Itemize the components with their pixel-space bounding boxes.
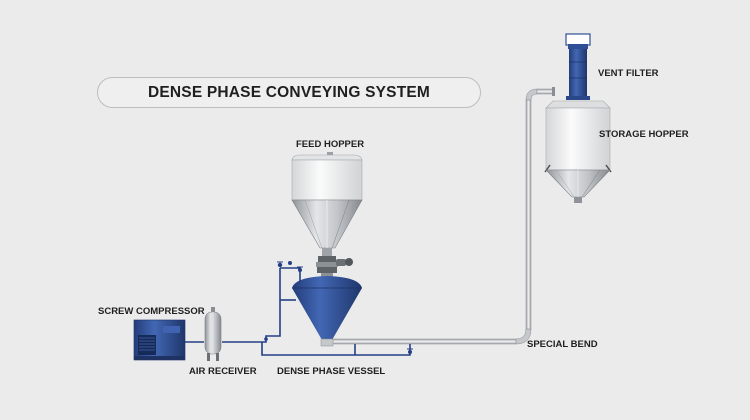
- label-feed-hopper: FEED HOPPER: [296, 139, 365, 150]
- label-vent-filter: VENT FILTER: [598, 68, 659, 79]
- label-dense-phase-vessel: DENSE PHASE VESSEL: [277, 366, 386, 377]
- diagram-title: DENSE PHASE CONVEYING SYSTEM: [147, 83, 431, 101]
- screw-compressor-equipment: [133, 319, 186, 361]
- label-storage-hopper: STORAGE HOPPER: [599, 129, 689, 140]
- label-special-bend: SPECIAL BEND: [527, 339, 598, 350]
- air-receiver-equipment: [204, 307, 222, 361]
- storage-hopper-equipment: [544, 33, 612, 203]
- diagram-title-box: DENSE PHASE CONVEYING SYSTEM: [97, 77, 481, 108]
- dense-phase-vessel-equipment: [292, 276, 362, 347]
- label-screw-compressor: SCREW COMPRESSOR: [98, 306, 205, 317]
- air-line-valves: [264, 261, 413, 354]
- conveying-pipeline: [325, 87, 555, 345]
- feed-hopper-equipment: [291, 152, 363, 277]
- label-air-receiver: AIR RECEIVER: [189, 366, 257, 377]
